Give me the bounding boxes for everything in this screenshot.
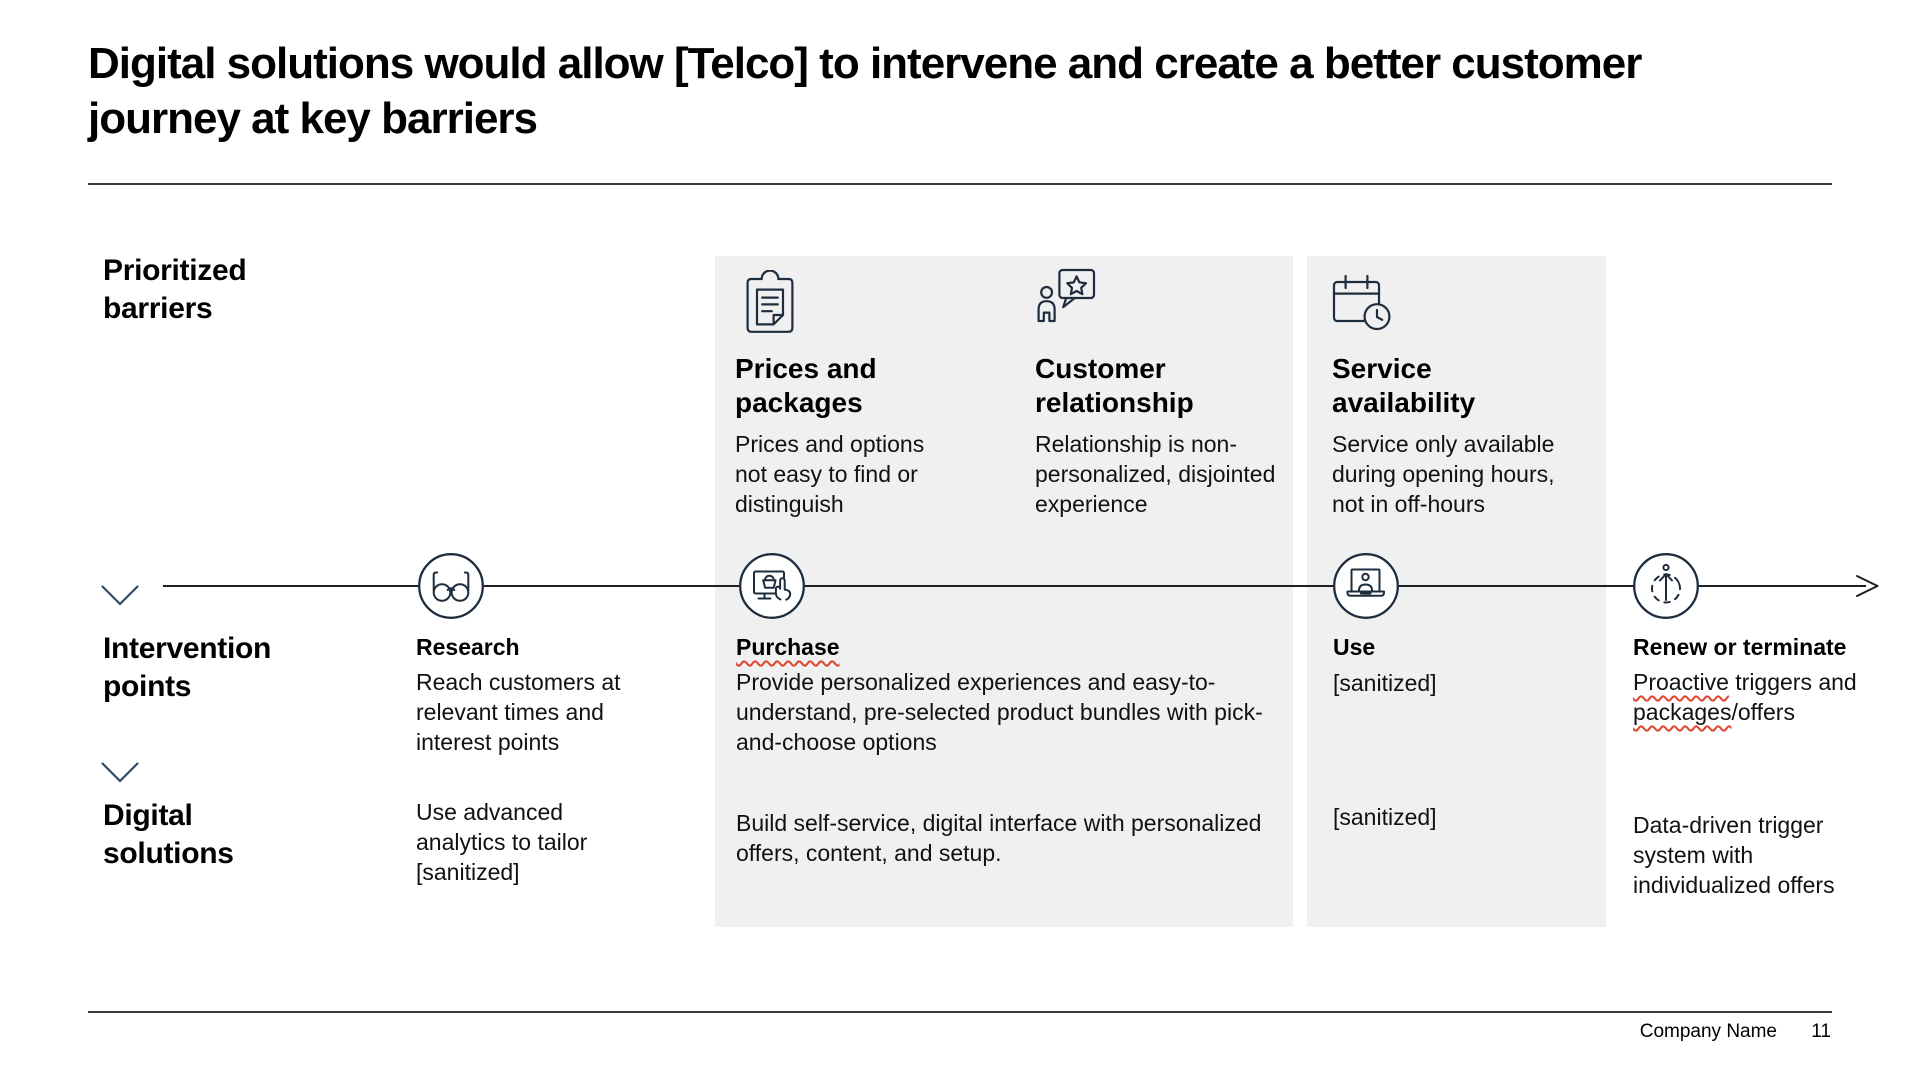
- footer-company-name: Company Name: [1639, 1021, 1777, 1042]
- laptop-user-icon: [1333, 553, 1399, 619]
- chevron-down-icon: [101, 762, 139, 783]
- chevron-down-icon: [101, 585, 139, 606]
- journey-timeline: [163, 585, 1866, 587]
- page-title: Digital solutions would allow [Telco] to…: [88, 39, 1642, 143]
- intervention-text: /offers: [1731, 699, 1795, 725]
- misspelled-word: Proactive: [1633, 669, 1729, 695]
- misspelled-word: packages: [1633, 699, 1732, 725]
- barrier-description: Prices and options not easy to find or d…: [735, 431, 925, 517]
- calendar-clock-icon: [1332, 274, 1391, 331]
- glasses-icon: [418, 553, 484, 619]
- step-label-use: Use: [1333, 634, 1376, 660]
- step-label-text: Purchase: [736, 634, 840, 660]
- row-label-digital-solutions: Digital solutions: [103, 799, 234, 870]
- timeline-arrow-icon: [1856, 575, 1879, 597]
- barrier-panel-prices-relationship: [715, 256, 1293, 927]
- row-label-prioritized-barriers: Prioritized barriers: [103, 254, 247, 325]
- footer-page-number: 11: [1811, 1021, 1831, 1042]
- solution-description: Build self-service, digital interface wi…: [736, 810, 1262, 866]
- solution-description: [sanitized]: [1333, 804, 1437, 830]
- barrier-title: Service availability: [1332, 353, 1476, 418]
- solution-description: Data-driven trigger system with individu…: [1633, 812, 1835, 898]
- barrier-description: Relationship is non-personalized, disjoi…: [1035, 431, 1276, 517]
- footer-divider: [88, 1011, 1832, 1013]
- barrier-title: Customer relationship: [1035, 353, 1194, 418]
- intervention-text: triggers and: [1728, 669, 1857, 695]
- row-label-intervention-points: Intervention points: [103, 632, 272, 703]
- step-label-renew: Renew or terminate: [1633, 634, 1847, 660]
- monitor-basket-icon: [739, 553, 805, 619]
- barrier-description: Service only available during opening ho…: [1332, 431, 1555, 517]
- clipboard-icon: [746, 270, 794, 333]
- title-divider: [88, 183, 1832, 185]
- step-label-purchase: Purchase: [736, 634, 840, 661]
- solution-description: Use advanced analytics to tailor [saniti…: [416, 799, 588, 885]
- barrier-title: Prices and packages: [735, 353, 877, 418]
- step-label-research: Research: [416, 634, 520, 660]
- intervention-description: Proactive triggers and packages/offers: [1633, 667, 1883, 727]
- person-star-icon: [1037, 268, 1096, 323]
- renew-arrow-icon: [1633, 553, 1699, 619]
- intervention-description: Reach customers at relevant times and in…: [416, 669, 621, 755]
- intervention-description: Provide personalized experiences and eas…: [736, 669, 1263, 755]
- intervention-description: [sanitized]: [1333, 670, 1437, 696]
